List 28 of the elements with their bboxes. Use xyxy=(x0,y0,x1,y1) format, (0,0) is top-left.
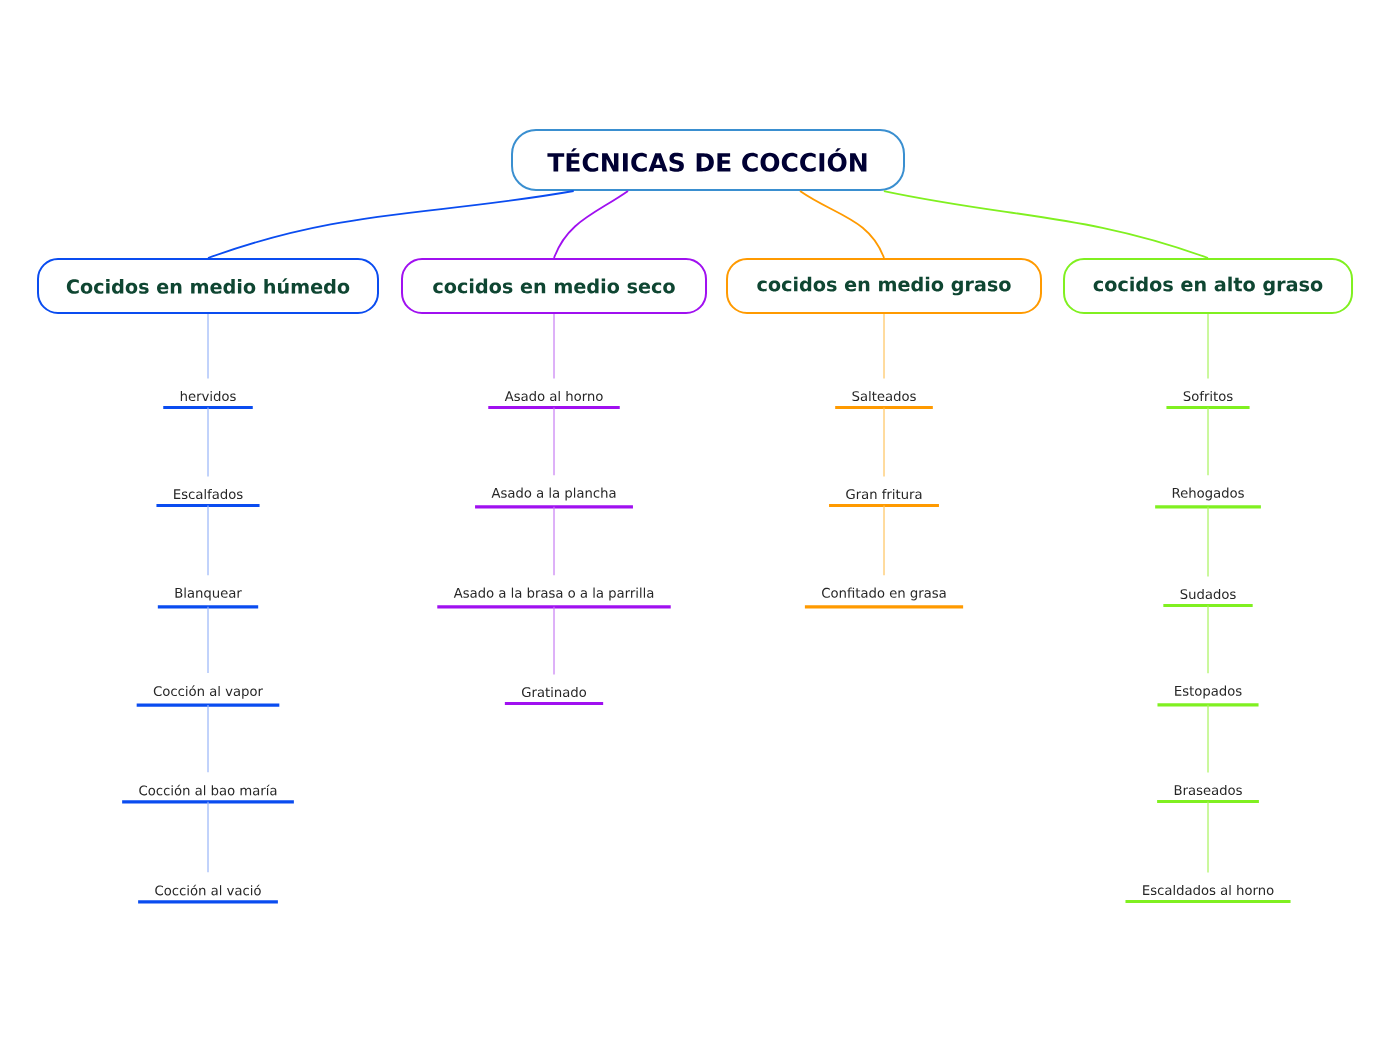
connector xyxy=(207,704,209,773)
connector xyxy=(553,313,555,380)
connector xyxy=(883,504,885,576)
connector xyxy=(799,190,885,259)
connector xyxy=(207,406,209,478)
connector xyxy=(207,504,209,576)
connector xyxy=(1207,800,1209,874)
connector xyxy=(1207,506,1209,578)
connector xyxy=(553,406,555,476)
connector xyxy=(883,406,885,478)
connector xyxy=(553,506,555,576)
connector xyxy=(207,313,209,380)
connector xyxy=(207,801,209,873)
topic-box: Cocidos en medio húmedo xyxy=(37,258,379,314)
connector xyxy=(1207,704,1209,774)
topic-box: cocidos en alto graso xyxy=(1063,258,1353,314)
connector xyxy=(1207,604,1209,674)
connector xyxy=(1207,313,1209,380)
connector xyxy=(553,190,629,259)
connector xyxy=(553,606,555,676)
connector xyxy=(1207,406,1209,476)
topic-box: cocidos en medio graso xyxy=(726,258,1042,314)
connector xyxy=(207,606,209,674)
connector xyxy=(883,190,1209,259)
topic-box: cocidos en medio seco xyxy=(401,258,707,314)
connector xyxy=(883,313,885,380)
central-topic: TÉCNICAS DE COCCIÓN xyxy=(511,129,905,191)
connector xyxy=(207,190,575,259)
